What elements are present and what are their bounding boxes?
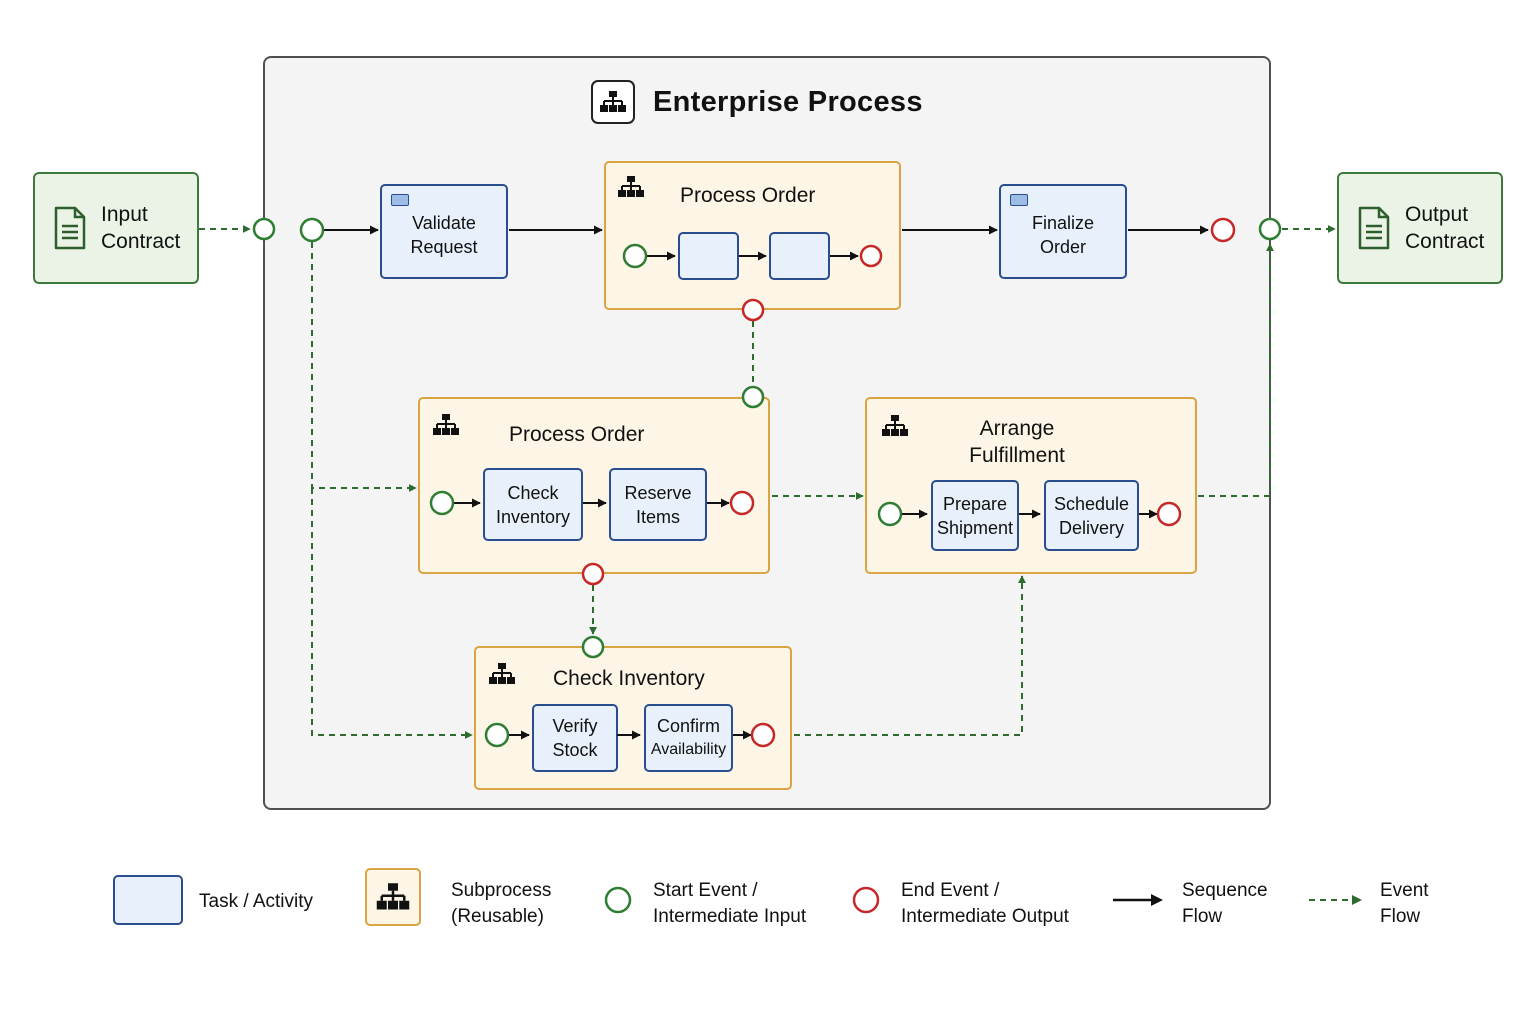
page-title: Enterprise Process — [653, 85, 923, 118]
subprocess-title: Process Order — [680, 184, 816, 207]
subprocess-title: Process Order — [509, 423, 645, 446]
end-event — [581, 562, 605, 586]
task-marker-icon — [391, 194, 409, 206]
legend-subprocess-swatch — [365, 868, 421, 926]
subprocess-hierarchy-icon — [433, 414, 459, 435]
task-placeholder[interactable] — [678, 232, 739, 280]
event-flow — [794, 575, 1026, 736]
process-header: Enterprise Process — [591, 80, 923, 124]
start-event — [581, 635, 605, 659]
event-flow — [311, 242, 417, 492]
legend-task-swatch — [113, 875, 183, 925]
end-event — [741, 298, 765, 322]
legend-task-label: Task / Activity — [199, 891, 314, 912]
legend-start-event-icon — [604, 886, 632, 914]
legend-event-flow-icon — [1309, 895, 1362, 905]
subprocess-process-order-top[interactable]: Process Order — [604, 161, 901, 310]
legend-end-event-label: End Event /Intermediate Output — [901, 880, 1069, 927]
event-flow — [1198, 243, 1274, 497]
end-event — [750, 722, 776, 748]
start-event — [877, 501, 903, 527]
start-event — [299, 217, 325, 243]
start-event — [484, 722, 510, 748]
subprocess-hierarchy-icon — [489, 663, 515, 684]
start-event — [741, 385, 765, 409]
subprocess-title: Check Inventory — [553, 667, 705, 690]
subprocess-hierarchy-icon — [591, 80, 635, 124]
end-event — [859, 244, 883, 268]
document-icon — [1358, 206, 1390, 250]
task-placeholder[interactable] — [769, 232, 830, 280]
subprocess-hierarchy-icon — [882, 415, 908, 436]
start-event — [1258, 217, 1282, 241]
legend-end-event-icon — [852, 886, 880, 914]
start-event — [252, 217, 276, 241]
start-event — [429, 490, 455, 516]
document-icon — [54, 206, 86, 250]
legend-subprocess-label: Subprocess(Reusable) — [451, 880, 552, 927]
subprocess-hierarchy-icon — [376, 883, 410, 910]
end-event — [1156, 501, 1182, 527]
legend-sequence-flow-icon — [1113, 894, 1163, 906]
end-event — [1210, 217, 1236, 243]
event-flow — [311, 488, 473, 739]
start-event — [622, 243, 648, 269]
legend-start-event-label: Start Event /Intermediate Input — [653, 880, 807, 927]
end-event — [729, 490, 755, 516]
task-marker-icon — [1010, 194, 1028, 206]
subprocess-hierarchy-icon — [618, 176, 644, 197]
